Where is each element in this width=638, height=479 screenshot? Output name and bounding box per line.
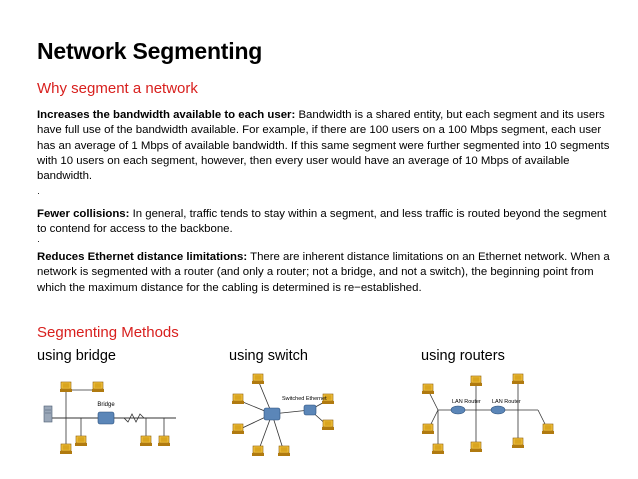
bridge-device-label: Bridge bbox=[97, 402, 115, 408]
computer-icon bbox=[74, 435, 88, 447]
method-label-routers: using routers bbox=[421, 348, 505, 364]
computer-icon bbox=[469, 375, 483, 387]
server-icon bbox=[43, 405, 53, 423]
computer-icon bbox=[91, 381, 105, 393]
bridge-device-icon bbox=[97, 411, 115, 425]
paragraph-heading: Increases the bandwidth available to eac… bbox=[37, 109, 296, 121]
computer-icon bbox=[277, 445, 291, 457]
paragraph-text: Bandwidth is a shared entity, but each s… bbox=[37, 109, 610, 183]
router-label: LAN Router bbox=[492, 399, 521, 405]
computer-icon bbox=[231, 393, 245, 405]
switch-diagram: Switched Ethernet bbox=[231, 373, 335, 457]
computer-icon bbox=[251, 445, 265, 457]
separator-dot: · bbox=[37, 236, 40, 246]
computer-icon bbox=[431, 443, 445, 455]
computer-icon bbox=[251, 373, 265, 385]
router-label: LAN Router bbox=[452, 399, 481, 405]
computer-icon bbox=[421, 423, 435, 435]
method-label-switch: using switch bbox=[229, 348, 308, 364]
page-title: Network Segmenting bbox=[37, 38, 263, 64]
bridge-diagram: Bridge bbox=[43, 381, 176, 455]
router-icon bbox=[450, 405, 466, 415]
switch-device-icon bbox=[303, 404, 317, 416]
switch-device-label: Switched Ethernet bbox=[282, 396, 327, 402]
paragraph-heading: Fewer collisions: bbox=[37, 208, 130, 220]
paragraph-text: There are inherent distance limitations … bbox=[37, 251, 610, 294]
paragraph-collisions: Fewer collisions: In general, traffic te… bbox=[37, 207, 617, 238]
separator-dot: · bbox=[37, 188, 40, 198]
computer-icon bbox=[321, 419, 335, 431]
computer-icon bbox=[541, 423, 555, 435]
switch-device-icon bbox=[263, 407, 281, 421]
computer-icon bbox=[469, 441, 483, 453]
paragraph-distance: Reduces Ethernet distance limitations: T… bbox=[37, 250, 617, 296]
method-label-bridge: using bridge bbox=[37, 348, 116, 364]
paragraph-bandwidth: Increases the bandwidth available to eac… bbox=[37, 108, 617, 184]
methods-heading: Segmenting Methods bbox=[37, 324, 179, 341]
computer-icon bbox=[59, 381, 73, 393]
paragraph-text: In general, traffic tends to stay within… bbox=[37, 208, 607, 236]
computer-icon bbox=[59, 443, 73, 455]
paragraph-heading: Reduces Ethernet distance limitations: bbox=[37, 251, 248, 263]
computer-icon bbox=[511, 437, 525, 449]
computer-icon bbox=[421, 383, 435, 395]
computer-icon bbox=[157, 435, 171, 447]
section-subtitle: Why segment a network bbox=[37, 80, 198, 97]
computer-icon bbox=[511, 373, 525, 385]
computer-icon bbox=[231, 423, 245, 435]
computer-icon bbox=[139, 435, 153, 447]
router-icon bbox=[490, 405, 506, 415]
routers-diagram: LAN Router LAN Router bbox=[421, 373, 555, 455]
